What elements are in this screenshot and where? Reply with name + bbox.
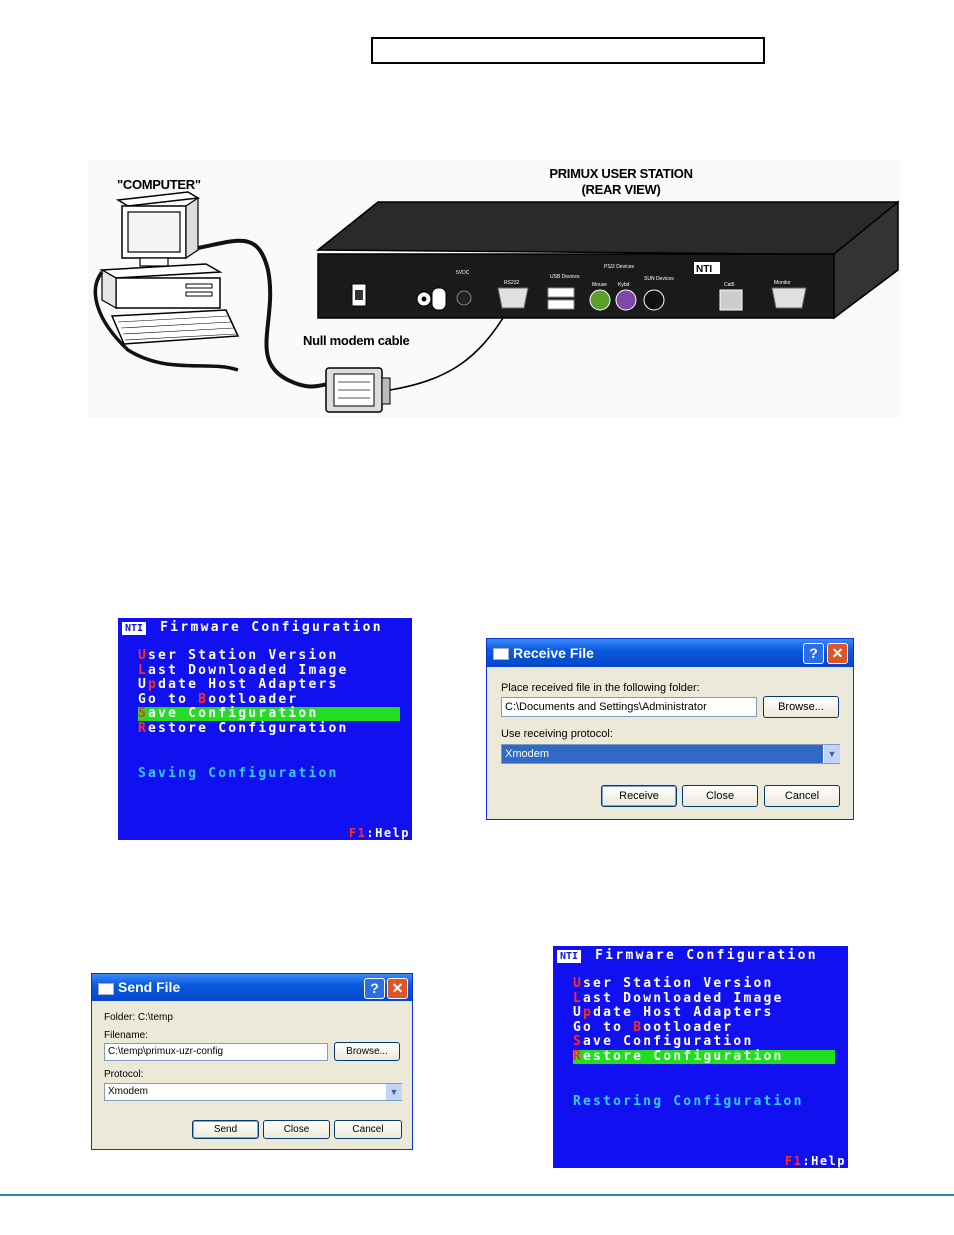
menu-item-last-downloaded-image[interactable]: Last Downloaded Image [573, 991, 784, 1006]
terminal-status: Restoring Configuration [573, 1094, 804, 1109]
connection-diagram: NTI 5VDC RS232 USB Devices PS/2 Devices … [88, 160, 900, 418]
menu-item-save-configuration[interactable]: Save Configuration [138, 707, 400, 721]
filename-input[interactable]: C:\temp\primux-uzr-config [104, 1043, 328, 1061]
computer-label: "COMPUTER" [117, 177, 201, 192]
help-hint: F1:Help [784, 1154, 846, 1168]
null-modem-connector-icon [325, 304, 514, 413]
help-hint: F1:Help [348, 826, 410, 840]
terminal-restore-screen: NTI Firmware Configuration User Station V… [553, 946, 848, 1168]
close-icon[interactable]: ✕ [827, 643, 848, 664]
menu-item-update-host-adapters[interactable]: Update Host Adapters [138, 677, 339, 692]
menu-item-restore-configuration[interactable]: Restore Configuration [573, 1050, 835, 1064]
footer-rule [0, 1194, 954, 1196]
menu-item-go-to-bootloader[interactable]: Go to Bootloader [573, 1020, 734, 1035]
help-icon[interactable]: ? [364, 978, 385, 999]
terminal-save-screen: NTI Firmware Configuration User Station V… [118, 618, 412, 840]
browse-button[interactable]: Browse... [334, 1042, 400, 1061]
station-title-line2: (REAR VIEW) [581, 182, 661, 197]
menu-item-go-to-bootloader[interactable]: Go to Bootloader [138, 692, 299, 707]
terminal-title: Firmware Configuration [160, 620, 383, 635]
folder-label: Place received file in the following fol… [501, 682, 700, 694]
close-icon[interactable]: ✕ [387, 978, 408, 999]
help-icon[interactable]: ? [803, 643, 824, 664]
nti-logo-icon: NTI [557, 950, 582, 963]
chevron-down-icon[interactable]: ▼ [823, 745, 840, 763]
header-box [371, 37, 765, 64]
nti-logo-icon: NTI [122, 622, 147, 635]
port-label-cat5: Cat5 [724, 282, 735, 288]
folder-label: Folder: C:\temp [104, 1012, 173, 1023]
brand-label: NTI [696, 264, 712, 275]
port-label-mouse: Mouse [592, 282, 607, 288]
close-button[interactable]: Close [263, 1120, 330, 1139]
cancel-button[interactable]: Cancel [764, 785, 840, 807]
receive-file-dialog: Receive File ? ✕ Place received file in … [486, 638, 854, 820]
dialog-title: Send File [118, 979, 181, 995]
chevron-down-icon[interactable]: ▼ [385, 1084, 402, 1100]
menu-item-restore-configuration[interactable]: Restore Configuration [138, 721, 349, 736]
dialog-title: Receive File [513, 645, 594, 661]
filename-label: Filename: [104, 1030, 148, 1041]
port-label-kybd: Kybd [618, 282, 630, 288]
port-label-monitor: Monitor [774, 280, 791, 286]
terminal-header: NTI Firmware Configuration [122, 620, 383, 635]
window-icon [98, 983, 114, 995]
port-label-ps2: PS/2 Devices [604, 264, 635, 270]
window-icon [493, 648, 509, 660]
terminal-title: Firmware Configuration [595, 948, 818, 963]
menu-item-update-host-adapters[interactable]: Update Host Adapters [573, 1005, 774, 1020]
station-title-line1: PRIMUX USER STATION [549, 166, 693, 181]
protocol-select[interactable]: Xmodem [104, 1083, 402, 1101]
computer-illustration [93, 191, 329, 389]
terminal-status: Saving Configuration [138, 766, 339, 781]
cable-label: Null modem cable [303, 333, 410, 348]
browse-button[interactable]: Browse... [763, 696, 839, 718]
menu-item-last-downloaded-image[interactable]: Last Downloaded Image [138, 663, 349, 678]
port-label-rs232: RS232 [504, 280, 520, 286]
folder-input[interactable]: C:\Documents and Settings\Administrator [501, 697, 757, 717]
close-button[interactable]: Close [682, 785, 758, 807]
cancel-button[interactable]: Cancel [334, 1120, 402, 1139]
menu-item-user-station-version[interactable]: User Station Version [573, 976, 774, 991]
primux-user-station-rear: NTI 5VDC RS232 USB Devices PS/2 Devices … [315, 200, 899, 320]
terminal-header: NTI Firmware Configuration [557, 948, 818, 963]
dialog-title-bar: Send File ? ✕ [92, 974, 412, 1001]
dialog-title-bar: Receive File ? ✕ [487, 639, 853, 667]
protocol-label: Protocol: [104, 1069, 144, 1080]
menu-item-user-station-version[interactable]: User Station Version [138, 648, 339, 663]
send-button[interactable]: Send [192, 1120, 259, 1139]
receive-button[interactable]: Receive [601, 785, 677, 807]
send-file-dialog: Send File ? ✕ Folder: C:\temp Filename: … [91, 973, 413, 1150]
port-label-power: 5VDC [456, 270, 470, 276]
protocol-label: Use receiving protocol: [501, 728, 613, 740]
port-label-sun: SUN Devices [644, 276, 674, 282]
menu-item-save-configuration[interactable]: Save Configuration [573, 1034, 754, 1049]
port-label-usb: USB Devices [550, 274, 580, 280]
protocol-select[interactable]: Xmodem [501, 744, 840, 764]
